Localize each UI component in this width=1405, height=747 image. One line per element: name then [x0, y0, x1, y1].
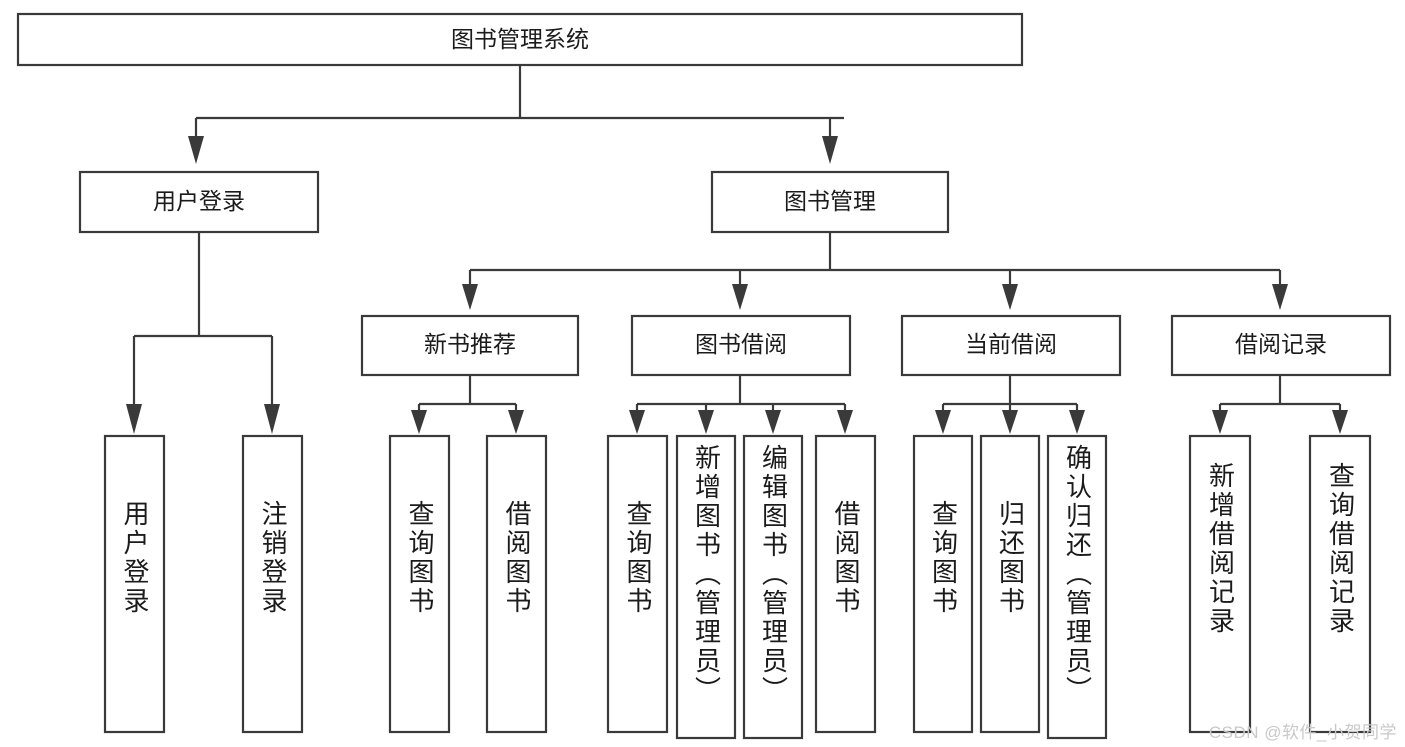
leaf-box-current-borrow-3[interactable] [1046, 434, 1108, 740]
connector-book-borrow-to-leaves [629, 375, 853, 434]
node-borrow-record[interactable]: 借阅记录 [1170, 314, 1392, 377]
node-book-borrow-box[interactable] [630, 314, 852, 377]
connector-current-borrow-to-leaves [935, 375, 1085, 434]
csdn-watermark: CSDN @软件_小贺同学 [1208, 723, 1397, 742]
arrow-head-level3-4 [1272, 284, 1288, 310]
leaf-box-book-borrow-4[interactable] [814, 434, 877, 734]
connector-new-book-to-leaves [411, 375, 524, 434]
arrow-head-userlogin-leaf-1 [126, 404, 142, 434]
node-book-borrow[interactable]: 图书借阅 [630, 314, 852, 377]
node-user-login-box[interactable] [78, 170, 320, 234]
arrow-head-bookborrow-leaf-1 [629, 410, 645, 434]
leaf-box-current-borrow-2[interactable] [979, 434, 1041, 734]
node-user-login-label: 用户登录 [153, 188, 245, 214]
node-book-borrow-label: 图书借阅 [695, 331, 787, 357]
connector-user-login-to-leaves [126, 232, 280, 434]
node-user-login[interactable]: 用户登录 [78, 170, 320, 234]
connector-root-to-level2 [188, 65, 844, 164]
arrow-head-currentborrow-leaf-3 [1069, 410, 1085, 434]
connector-book-mgmt-to-level3 [462, 232, 1288, 310]
leaf-box-book-borrow-1[interactable] [606, 434, 669, 734]
arrow-head-newbook-leaf-1 [411, 410, 427, 434]
arrow-head-level3-1 [462, 284, 478, 310]
node-root-label: 图书管理系统 [451, 26, 589, 52]
arrow-head-userlogin-leaf-2 [264, 404, 280, 434]
leaf-box-user-login-1[interactable] [103, 434, 166, 734]
arrow-head-borrowrecord-leaf-1 [1212, 410, 1228, 434]
arrow-head-bookborrow-leaf-3 [765, 410, 781, 434]
node-current-borrow[interactable]: 当前借阅 [900, 314, 1122, 377]
arrow-head-newbook-leaf-2 [508, 410, 524, 434]
leaf-box-book-borrow-3[interactable] [742, 434, 804, 740]
connector-borrow-record-to-leaves [1212, 375, 1348, 434]
node-borrow-record-box[interactable] [1170, 314, 1392, 377]
arrow-head-bookborrow-leaf-4 [837, 410, 853, 434]
node-book-management[interactable]: 图书管理 [710, 170, 950, 234]
arrow-head-bookborrow-leaf-2 [698, 410, 714, 434]
node-new-book-recommend[interactable]: 新书推荐 [360, 314, 580, 377]
node-new-book-recommend-label: 新书推荐 [424, 331, 516, 357]
node-current-borrow-label: 当前借阅 [965, 331, 1057, 357]
arrow-head-level2-1 [188, 136, 204, 164]
node-borrow-record-label: 借阅记录 [1235, 331, 1327, 357]
arrow-head-level3-2 [732, 284, 748, 310]
arrow-head-currentborrow-leaf-2 [1002, 410, 1018, 434]
leaf-box-new-book-2[interactable] [485, 434, 548, 734]
leaf-box-user-login-2[interactable] [241, 434, 304, 734]
arrow-head-currentborrow-leaf-1 [935, 410, 951, 434]
leaf-box-borrow-record-2[interactable] [1308, 434, 1372, 734]
node-new-book-recommend-box[interactable] [360, 314, 580, 377]
node-root[interactable]: 图书管理系统 [16, 12, 1024, 67]
node-book-management-box[interactable] [710, 170, 950, 234]
leaf-box-book-borrow-2[interactable] [675, 434, 737, 740]
leaf-box-current-borrow-1[interactable] [912, 434, 974, 734]
arrow-head-level2-2 [822, 136, 838, 164]
leaf-box-borrow-record-1[interactable] [1188, 434, 1252, 734]
node-current-borrow-box[interactable] [900, 314, 1122, 377]
arrow-head-level3-3 [1002, 284, 1018, 310]
leaf-box-new-book-1[interactable] [388, 434, 451, 734]
node-book-management-label: 图书管理 [784, 188, 876, 214]
node-root-box[interactable] [16, 12, 1024, 67]
arrow-head-borrowrecord-leaf-2 [1332, 410, 1348, 434]
